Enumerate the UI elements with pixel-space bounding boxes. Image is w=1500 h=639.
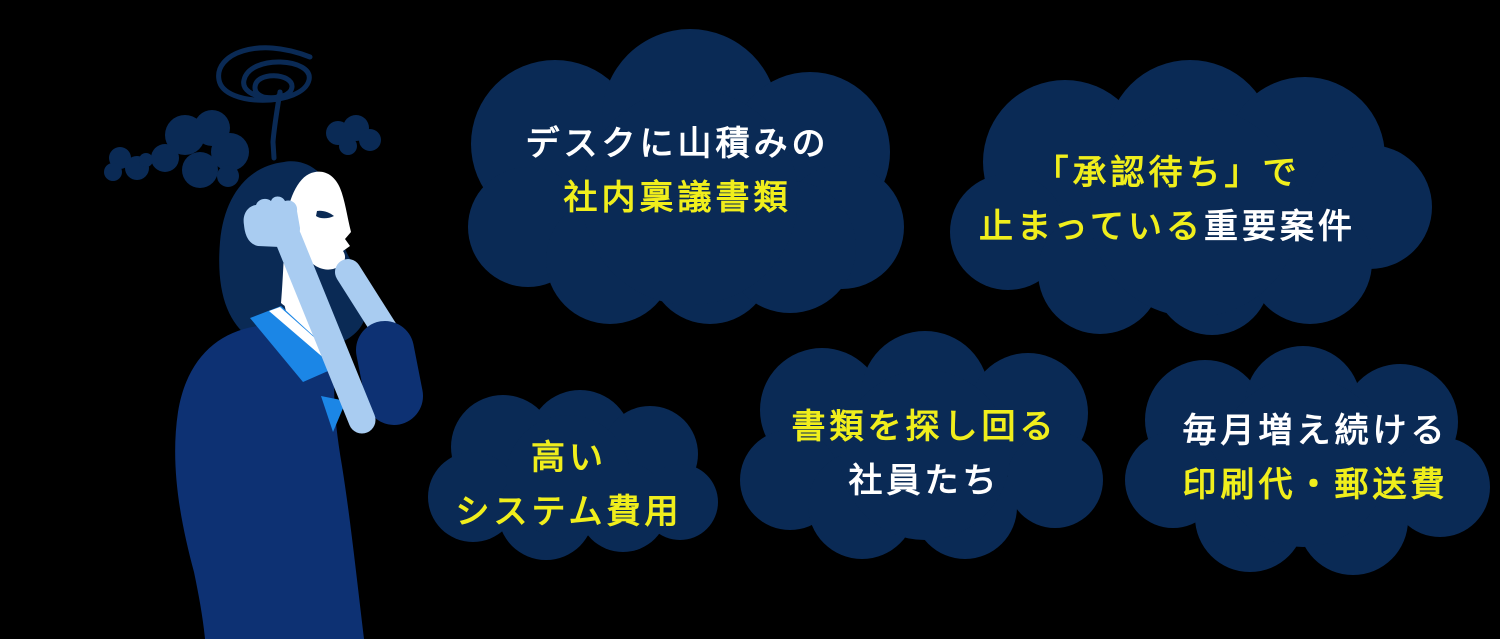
scribble-tornado-icon: [216, 45, 313, 161]
woman-figure: [175, 161, 423, 639]
blouse-peek: [321, 396, 346, 432]
cloud-text-line: デスクに山積みの: [526, 117, 830, 171]
cloud-text-segment: 社内稟議書類: [563, 178, 792, 217]
cloud-shape: [950, 60, 1432, 335]
thought-cloud-searching-employees: 書類を探し回る 社員たち: [740, 331, 1105, 560]
suit-body: [175, 324, 364, 639]
cloud-text-line: システム費用: [456, 485, 683, 539]
cloud-text-line: 毎月増え続ける: [1183, 404, 1449, 458]
cloud-text-line: 「承認待ち」で: [1035, 146, 1301, 200]
blouse: [250, 306, 344, 382]
thought-cloud-desk-documents: デスクに山積みの 社内稟議書類: [460, 29, 905, 327]
cloud-text-segment: システム費用: [455, 493, 683, 531]
sleeve: [356, 321, 423, 425]
cloud-text: デスクに山積みの 社内稟議書類: [455, 23, 900, 318]
cloud-text: 「承認待ち」で 止まっている重要案件: [925, 62, 1410, 337]
eye: [316, 210, 334, 219]
cloud-text-line: 止まっている重要案件: [979, 200, 1356, 254]
cloud-text-segment: 毎月増え続ける: [1182, 411, 1449, 450]
front-forearm: [274, 224, 376, 434]
cloud-text-segment: 書類を探し回る: [791, 407, 1058, 446]
thought-cloud-printing-postage: 毎月増え続ける 印刷代・郵送費: [1125, 346, 1492, 585]
cloud-text-line: 高い: [531, 431, 607, 485]
cloud-text-line: 書類を探し回る: [792, 400, 1058, 454]
cloud-text: 毎月増え続ける 印刷代・郵送費: [1132, 341, 1499, 574]
cloud-text-line: 社員たち: [849, 454, 1001, 508]
cloud-shape: [740, 331, 1103, 559]
cloud-text-segment: 重要案件: [1203, 207, 1356, 246]
cloud-text-segment: デスクに山積みの: [525, 124, 830, 163]
cloud-shape: [428, 390, 718, 560]
hand: [243, 196, 300, 247]
cloud-text-segment: 印刷代・郵送費: [1182, 465, 1449, 504]
cloud-text-segment: 「承認待ち」で: [1034, 153, 1301, 192]
cloud-text: 高い システム費用: [424, 400, 714, 570]
cloud-shape: [1125, 346, 1490, 575]
cloud-text-line: 印刷代・郵送費: [1183, 458, 1449, 512]
thought-cloud-pending-approval: 「承認待ち」で 止まっている重要案件: [950, 60, 1435, 337]
cloud-text: 書類を探し回る 社員たち: [742, 341, 1107, 566]
thought-cloud-system-cost: 高い システム費用: [428, 390, 718, 562]
thought-puffs: [104, 110, 381, 188]
cloud-text-segment: 高い: [531, 439, 607, 477]
cloud-text-line: 社内稟議書類: [564, 171, 792, 225]
cloud-shape: [468, 29, 904, 324]
cloud-text-segment: 社員たち: [848, 461, 1001, 500]
cloud-text-segment: 止まっている: [979, 207, 1204, 246]
